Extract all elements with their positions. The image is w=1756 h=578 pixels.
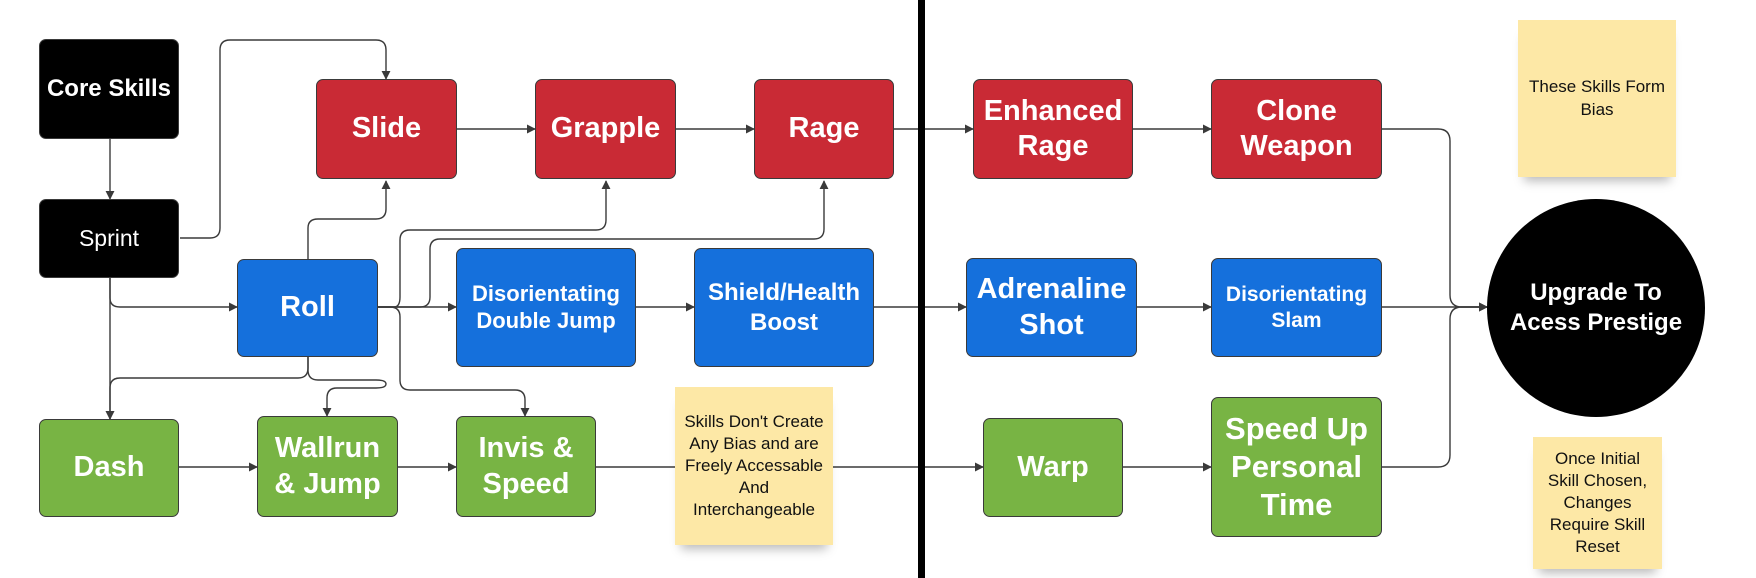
node-adrenaline-shot[interactable]: Adrenaline Shot (966, 258, 1137, 357)
edge-roll-to-dash (105, 357, 309, 420)
edge-sprint-to-slide (180, 39, 391, 239)
section-divider (918, 0, 925, 578)
note-bias: These Skills Form Bias (1518, 20, 1676, 177)
node-disorientating-double-jump[interactable]: Disorientating Double Jump (456, 248, 636, 367)
edge-sprint-to-roll (109, 278, 238, 312)
node-grapple[interactable]: Grapple (535, 79, 676, 179)
edge-roll-to-slide (307, 180, 391, 259)
edge-roll-to-rage (378, 180, 829, 308)
node-wallrun-jump[interactable]: Wallrun & Jump (257, 416, 398, 517)
node-shield-health-boost[interactable]: Shield/Health Boost (694, 248, 874, 367)
edge-roll-to-grapple (378, 180, 611, 308)
node-speed-up-personal-time[interactable]: Speed Up Personal Time (1211, 397, 1382, 537)
edge-clone-to-upgrade (1382, 128, 1488, 312)
edge-roll-to-invis (378, 306, 530, 417)
edge-roll-to-wallrun (307, 357, 387, 417)
edge-speedup-to-upgrade (1382, 302, 1488, 468)
node-core-skills[interactable]: Core Skills (39, 39, 179, 139)
node-dash[interactable]: Dash (39, 419, 179, 517)
node-invis-speed[interactable]: Invis & Speed (456, 416, 596, 517)
node-enhanced-rage[interactable]: Enhanced Rage (973, 79, 1133, 179)
node-sprint[interactable]: Sprint (39, 199, 179, 278)
node-upgrade-prestige[interactable]: Upgrade To Acess Prestige (1487, 199, 1705, 417)
node-warp[interactable]: Warp (983, 418, 1123, 517)
node-roll[interactable]: Roll (237, 259, 378, 357)
node-slide[interactable]: Slide (316, 79, 457, 179)
node-clone-weapon[interactable]: Clone Weapon (1211, 79, 1382, 179)
note-no-bias: Skills Don't Create Any Bias and are Fre… (675, 387, 833, 545)
note-reset: Once Initial Skill Chosen, Changes Requi… (1533, 437, 1662, 569)
node-rage[interactable]: Rage (754, 79, 894, 179)
node-disorientating-slam[interactable]: Disorientating Slam (1211, 258, 1382, 357)
